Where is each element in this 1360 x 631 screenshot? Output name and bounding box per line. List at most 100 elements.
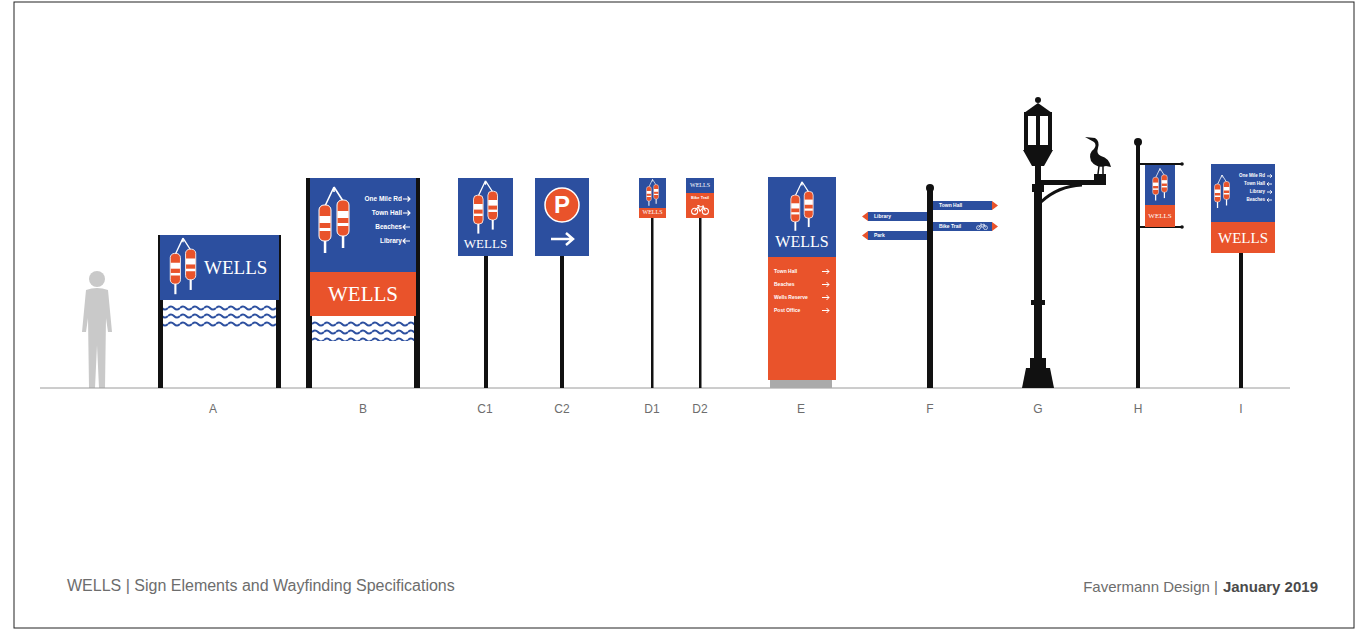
footer-title: WELLS | Sign Elements and Wayfinding Spe… [67, 577, 455, 595]
sign-h-part [1138, 163, 1182, 165]
sign-letter: G [1008, 402, 1068, 416]
sign-text: Town Hall [1244, 180, 1265, 188]
lamppost-g [1022, 97, 1111, 388]
sign-f-part [862, 212, 868, 221]
sign-d2-part [699, 218, 702, 388]
sign-text: Bike Trail [939, 222, 961, 231]
name-band: WELLS [1211, 222, 1275, 253]
sign-d1-part [651, 218, 654, 388]
sign-f-part [862, 231, 868, 240]
sign-panel: WELLS [639, 178, 666, 218]
sign-letter: B [333, 402, 393, 416]
sign-c1-part [474, 181, 498, 234]
lamppost-g-part [1032, 184, 1044, 192]
sign-letter: H [1108, 402, 1168, 416]
sign-b-part [312, 319, 414, 341]
sign-e-part [791, 182, 813, 231]
sign-letter: E [771, 402, 831, 416]
sign-letter: F [900, 402, 960, 416]
sign-h [1134, 138, 1184, 388]
ground-line [40, 388, 1290, 389]
sign-letter: D1 [622, 402, 682, 416]
parking-sign: P [535, 178, 589, 256]
sign-h-part [1145, 205, 1175, 227]
sign-text: Town Hall [939, 201, 962, 210]
sign-c2-part [535, 178, 589, 256]
sign-e [768, 177, 836, 388]
sign-d2 [686, 178, 714, 388]
sign-panel: WELLS [458, 178, 513, 256]
sign-d1-part [639, 178, 666, 218]
lamppost-g-part [1094, 174, 1106, 180]
sign-text: WELLS [1218, 229, 1268, 247]
sign-f-part [992, 201, 998, 210]
sign-a-part [163, 303, 276, 329]
sign-d2-part [686, 178, 714, 193]
lamppost-g-part [1041, 185, 1082, 202]
person-silhouette-part [82, 288, 112, 388]
sign-text: One Mile Rd [1239, 172, 1265, 180]
sign-c2-part [560, 256, 564, 388]
label-slot: B [333, 402, 393, 416]
lamppost-g-part [1035, 165, 1041, 185]
lamppost-g-part [1024, 103, 1052, 113]
sign-h-part [1136, 142, 1140, 388]
sign-i [1211, 164, 1275, 388]
sign-f-part [868, 231, 927, 240]
name-band: WELLS [310, 272, 416, 316]
sign-text: Post Office [774, 304, 800, 317]
sign-b [306, 178, 420, 388]
sign-h-part [1180, 162, 1184, 166]
label-slot: G [1008, 402, 1068, 416]
sign-text: WELLS [775, 233, 828, 251]
label-slot: D1 [622, 402, 682, 416]
finger-blade: Park [868, 231, 927, 240]
sign-h-part [1134, 138, 1142, 146]
trail-band: Bike Trail [686, 193, 714, 218]
sign-text: WELLS [690, 182, 710, 189]
sign-f-part [933, 201, 992, 210]
finger-blade: Town Hall [933, 201, 992, 210]
sign-text: One Mile Rd [364, 192, 402, 206]
sign-text: Wells Reserve [774, 291, 808, 304]
sign-text: Town Hall [774, 265, 797, 278]
lamppost-g-part [1035, 97, 1041, 103]
sign-panel: WELLS [160, 235, 279, 300]
lamppost-g-part [1031, 300, 1045, 305]
sign-letter: A [183, 402, 243, 416]
sign-text: Library [1250, 188, 1265, 196]
sign-letter: I [1211, 402, 1271, 416]
sign-d1-part [647, 179, 659, 205]
sign-b-part [403, 197, 410, 244]
sign-e-part [822, 269, 829, 313]
sign-h-part [1180, 225, 1184, 229]
title-slot: WELLS | Sign Elements and Wayfinding Spe… [67, 577, 455, 595]
sign-i-part [1267, 174, 1272, 201]
banner-sign: WELLS [1145, 165, 1175, 227]
footer-text: January 2019 [1223, 578, 1318, 595]
sign-text: Town Hall [372, 206, 402, 220]
sign-a-part [170, 238, 196, 294]
label-slot: H [1108, 402, 1168, 416]
person-silhouette-part [89, 271, 105, 287]
sign-letter: D2 [670, 402, 730, 416]
label-slot: January 2019 [1223, 578, 1318, 595]
sign-text: Library [874, 212, 891, 221]
sign-c2-part [551, 233, 573, 245]
sign-text: Beaches [375, 220, 402, 234]
sign-h-part [1145, 165, 1175, 205]
sign-e-part [768, 177, 836, 257]
finger-blade: Bike Trail [933, 222, 992, 231]
sign-f-part [992, 222, 998, 231]
sign-b-part [310, 272, 416, 316]
lamppost-g-part [1085, 137, 1111, 167]
sign-a-part [160, 235, 279, 300]
sign-i-part [1239, 253, 1243, 388]
sign-letter: C2 [532, 402, 592, 416]
sign-panel: One Mile RdTown HallLibraryBeachesWELLS [1211, 164, 1275, 253]
sign-f-part [927, 188, 933, 388]
page-frame [14, 2, 1354, 628]
